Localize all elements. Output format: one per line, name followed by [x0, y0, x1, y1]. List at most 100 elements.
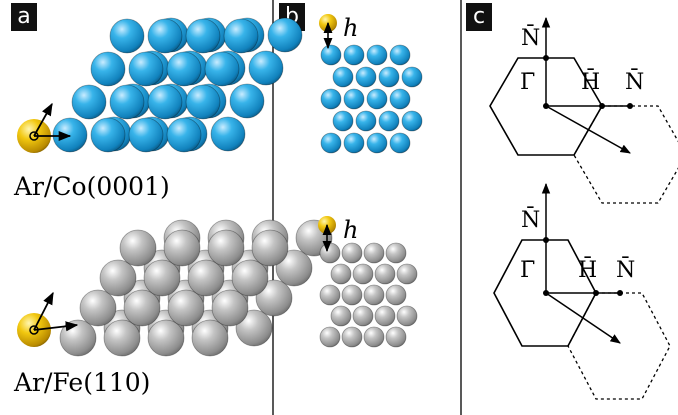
co-surface-side-view [320, 44, 423, 154]
surface-atom [79, 289, 117, 327]
ar-height-indicator-co [319, 14, 337, 50]
point-n-right [617, 290, 623, 296]
point-n-right [627, 103, 633, 109]
surface-atom [401, 110, 423, 132]
brillouin-zone-hcp [489, 16, 678, 204]
surface-atom [147, 84, 183, 120]
point-h [599, 103, 605, 109]
surface-atom [109, 84, 145, 120]
caption-ar-fe: Ar/Fe(110) [14, 368, 151, 397]
surface-atom [341, 326, 363, 348]
lattice-vector-a2-arrow [33, 102, 53, 137]
label-h-1: H̄ [581, 70, 601, 95]
surface-atom [343, 132, 365, 154]
surface-atom [332, 110, 354, 132]
ar-adatom-co [17, 102, 72, 153]
surface-atom [166, 117, 202, 153]
surface-atom [378, 66, 400, 88]
surface-atom [211, 289, 249, 327]
surface-atom [128, 117, 164, 153]
lattice-vector-a1-arrow [33, 321, 79, 332]
surface-atom [119, 229, 157, 267]
surface-atom [207, 229, 245, 267]
surface-atom [341, 284, 363, 306]
height-label-co: h [343, 14, 359, 42]
surface-atom [385, 326, 407, 348]
ar-height-indicator-fe [318, 216, 336, 253]
label-n-top-1: N̄ [521, 26, 541, 51]
surface-atom [204, 51, 240, 87]
surface-atom [319, 242, 341, 264]
surface-atom [210, 116, 246, 152]
surface-atom [320, 132, 342, 154]
surface-atom [366, 44, 388, 66]
surface-atom [363, 242, 385, 264]
surface-atom [71, 84, 107, 120]
surface-atom [366, 132, 388, 154]
surface-atom [103, 319, 141, 357]
surface-atom [352, 263, 374, 285]
point-h [593, 290, 599, 296]
height-label-fe: h [343, 216, 359, 244]
surface-atom [59, 319, 97, 357]
surface-atom [235, 309, 273, 347]
surface-atom [320, 88, 342, 110]
surface-atom [223, 18, 259, 54]
surface-atom [163, 229, 201, 267]
surface-atom [352, 305, 374, 327]
k-direction-arrow [545, 292, 621, 344]
surface-atom [143, 259, 181, 297]
ar-adatom-fe [17, 291, 79, 347]
surface-atom [385, 284, 407, 306]
point-n-top [543, 237, 549, 243]
label-n-top-2: N̄ [521, 208, 541, 233]
surface-atom [366, 88, 388, 110]
surface-atom [248, 50, 284, 86]
surface-atom [167, 289, 205, 327]
surface-atom [355, 110, 377, 132]
fe-surface-side-view [319, 242, 418, 348]
point-gamma [543, 103, 549, 109]
label-h-2: H̄ [578, 258, 598, 283]
label-n-right-1: N̄ [625, 70, 645, 95]
brillouin-zone-bcc [493, 182, 671, 400]
surface-atom [374, 263, 396, 285]
surface-atom [389, 88, 411, 110]
lattice-vector-a2-arrow [33, 291, 54, 331]
surface-atom [389, 44, 411, 66]
surface-atom [319, 326, 341, 348]
label-n-right-2: N̄ [616, 258, 636, 283]
surface-atom [275, 249, 313, 287]
k-direction-arrow [545, 105, 631, 154]
surface-atom [128, 51, 164, 87]
surface-atom [401, 66, 423, 88]
fe-surface-top-view [59, 219, 333, 357]
surface-atom [99, 259, 137, 297]
surface-atom [267, 17, 303, 53]
surface-atom [147, 18, 183, 54]
surface-atom [255, 279, 293, 317]
surface-atom [389, 132, 411, 154]
panel-c-tag: c [466, 3, 492, 31]
first-zone-hexagon [489, 57, 603, 156]
surface-atom [341, 242, 363, 264]
surface-atom [187, 259, 225, 297]
surface-atom [355, 66, 377, 88]
surface-atom [191, 319, 229, 357]
surface-atom [396, 305, 418, 327]
point-gamma [543, 290, 549, 296]
surface-atom [185, 18, 221, 54]
surface-atom [396, 263, 418, 285]
surface-atom [229, 83, 265, 119]
co-surface-top-view [52, 17, 303, 153]
surface-atom [363, 326, 385, 348]
surface-atom [343, 88, 365, 110]
label-gamma-2: Γ̄ [520, 258, 536, 283]
surface-atom [251, 229, 289, 267]
surface-atom [52, 117, 88, 153]
panel-a-tag: a [11, 3, 37, 31]
surface-atom [231, 259, 269, 297]
surface-atom [343, 44, 365, 66]
surface-atom [320, 44, 342, 66]
